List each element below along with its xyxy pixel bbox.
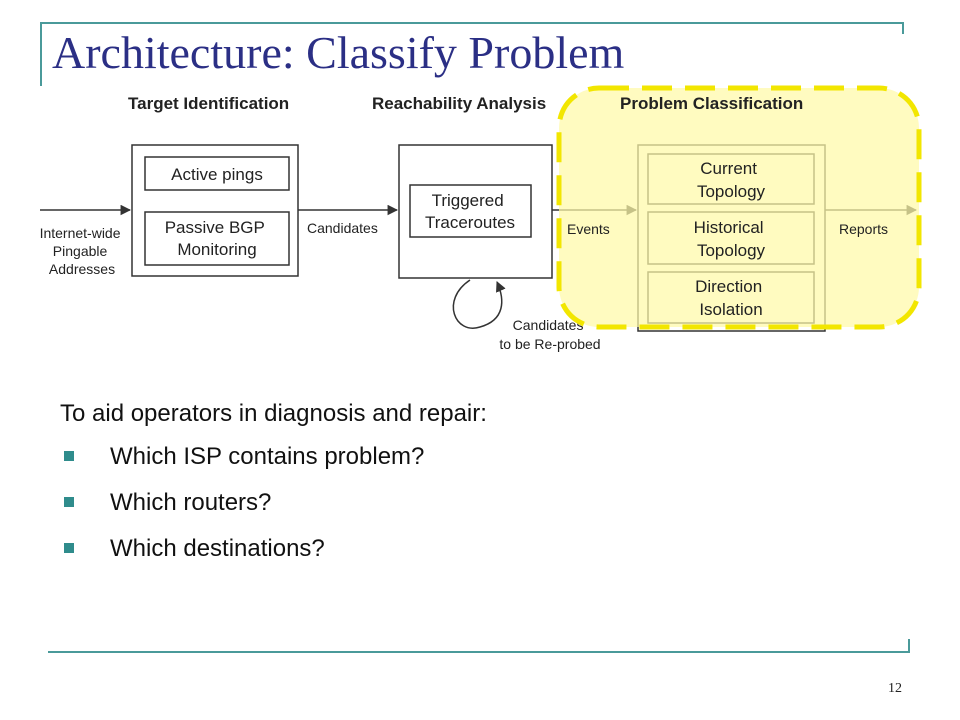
footer-rule-right [908, 639, 910, 653]
bullet-text: Which routers? [110, 489, 272, 516]
slide-title: Architecture: Classify Problem [52, 27, 625, 78]
current-topology-line: Topology [697, 182, 766, 201]
lead-text: To aid operators in diagnosis and repair… [60, 400, 487, 427]
direction-isolation-line: Isolation [699, 300, 762, 319]
page-number: 12 [888, 681, 902, 696]
square-bullet-icon [64, 543, 74, 553]
title-rule-left [40, 22, 42, 86]
bullet-item: Which destinations? [60, 535, 880, 563]
section-target-identification: Target Identification [128, 94, 289, 113]
current-topology-label: Current Topology [697, 159, 766, 201]
square-bullet-icon [64, 451, 74, 461]
active-pings-label: Active pings [171, 165, 263, 184]
passive-bgp-label: Passive BGP Monitoring [165, 218, 270, 259]
slide-body: To aid operators in diagnosis and repair… [60, 400, 880, 581]
candidates-label: Candidates [307, 220, 378, 236]
direction-isolation-line: Direction [695, 277, 762, 296]
title-rule-top [40, 22, 904, 24]
current-topology-line: Current [700, 159, 757, 178]
triggered-traceroutes-line: Triggered [432, 191, 504, 210]
bullet-text: Which destinations? [110, 535, 325, 562]
bullet-list: Which ISP contains problem? Which router… [60, 443, 880, 563]
reports-label: Reports [839, 221, 888, 237]
section-problem-classification: Problem Classification [620, 94, 803, 113]
highlight-overlay [556, 85, 922, 330]
passive-bgp-box [144, 211, 290, 266]
title-rule-right [902, 22, 904, 34]
events-label: Events [567, 221, 610, 237]
bullet-text: Which ISP contains problem? [110, 443, 425, 470]
passive-bgp-label-line: Passive BGP [165, 218, 265, 237]
direction-isolation-label: Direction Isolation [695, 277, 767, 319]
historical-topology-line: Historical [694, 218, 764, 237]
bullet-item: Which ISP contains problem? [60, 443, 880, 471]
triggered-traceroutes-box [409, 184, 532, 238]
input-label-line: Pingable [53, 243, 108, 259]
reprobe-loop-arrow [452, 279, 506, 329]
historical-topology-label: Historical Topology [694, 218, 769, 260]
footer-rule [48, 651, 910, 653]
architecture-diagram: Target Identification Reachability Analy… [40, 85, 922, 352]
square-bullet-icon [64, 497, 74, 507]
reprobe-label: Candidates to be Re-probed [499, 317, 600, 352]
input-label-line: Addresses [49, 261, 115, 277]
active-pings-box [144, 156, 290, 191]
input-label-line: Internet-wide [40, 225, 121, 241]
reprobe-label-line: Candidates [513, 317, 584, 333]
passive-bgp-label-line: Monitoring [177, 240, 256, 259]
input-label: Internet-wide Pingable Addresses [40, 225, 125, 277]
bullet-item: Which routers? [60, 489, 880, 517]
triggered-traceroutes-line: Traceroutes [425, 213, 515, 232]
historical-topology-line: Topology [697, 241, 766, 260]
section-reachability-analysis: Reachability Analysis [372, 94, 546, 113]
triggered-traceroutes-label: Triggered Traceroutes [425, 191, 515, 232]
reprobe-label-line: to be Re-probed [499, 336, 600, 352]
